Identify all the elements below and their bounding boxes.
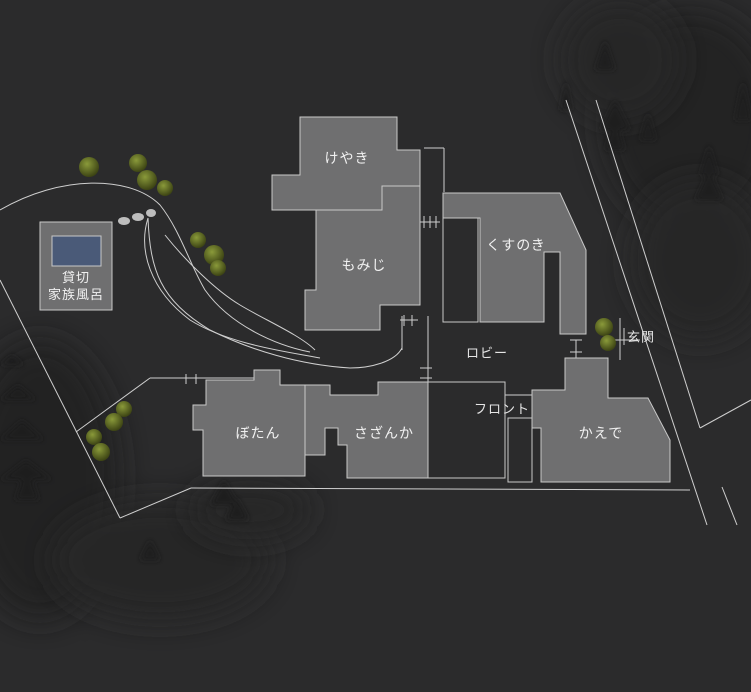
building-momiji[interactable] — [304, 185, 421, 331]
label-private-bath-line2: 家族風呂 — [47, 288, 104, 303]
forest-mist-top-right — [560, 0, 751, 340]
building-kaede[interactable] — [531, 357, 671, 483]
buildings — [192, 116, 671, 483]
label-momiji: もみじ — [341, 258, 387, 274]
label-sazanka: さざんか — [354, 426, 414, 442]
building-kusunoki[interactable] — [442, 192, 587, 335]
tree-icon — [204, 245, 224, 265]
building-botan[interactable] — [192, 369, 306, 477]
tree-icon — [129, 154, 147, 172]
private-bath[interactable] — [39, 221, 113, 311]
label-front: フロント — [473, 402, 531, 418]
label-keyaki: けやき — [324, 151, 370, 167]
tree-icon — [595, 318, 613, 336]
tree-icon — [600, 335, 616, 351]
building-sazanka[interactable] — [304, 381, 429, 479]
bath-water — [51, 235, 102, 267]
label-entrance: 玄関 — [626, 330, 656, 346]
forest-mist-bottom-left — [0, 340, 310, 620]
tree-icon — [116, 401, 132, 417]
label-lobby: ロビー — [465, 346, 509, 362]
tree-icon — [92, 443, 110, 461]
label-kusunoki: くすのき — [486, 238, 546, 254]
label-kaede: かえで — [578, 426, 624, 442]
tree-icon — [105, 413, 123, 431]
tree-icon — [137, 170, 157, 190]
garden-trees — [79, 154, 616, 461]
label-botan: ぼたん — [235, 426, 281, 442]
tree-icon — [79, 157, 99, 177]
label-private-bath-line1: 貸切 — [61, 271, 90, 286]
road-lines — [0, 99, 751, 526]
tree-icon — [157, 180, 173, 196]
lobby-outline — [428, 381, 533, 483]
stepping-stones — [118, 209, 156, 225]
tree-icon — [86, 429, 102, 445]
building-kusunoki-wing[interactable] — [442, 217, 479, 323]
tree-icon — [190, 232, 206, 248]
label-private-bath: 貸切 家族風呂 — [36, 270, 116, 304]
tree-icon — [210, 260, 226, 276]
